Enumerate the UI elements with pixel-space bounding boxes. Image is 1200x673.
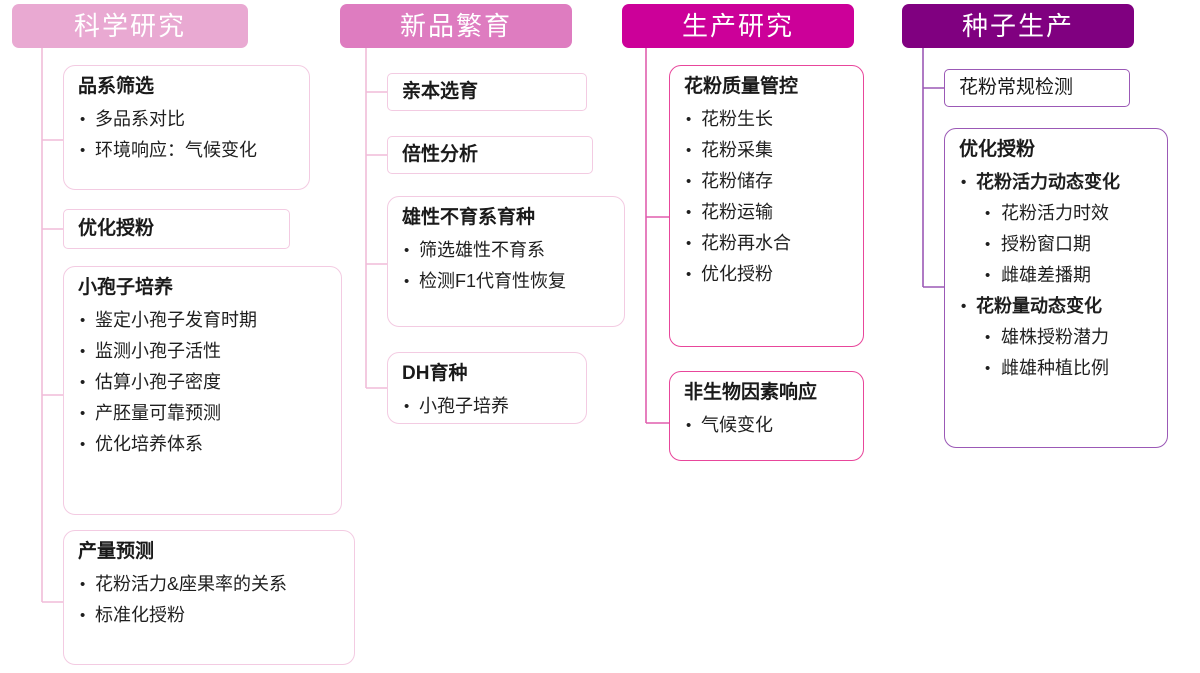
bullet-item: 授粉窗口期 — [959, 229, 1153, 260]
bullet-item: 鉴定小孢子发育时期 — [78, 305, 327, 336]
node-bullets: 花粉活力&座果率的关系 标准化授粉 — [78, 569, 340, 631]
node-title: 产量预测 — [78, 541, 155, 562]
node-title: 倍性分析 — [402, 144, 479, 165]
bullet-item: 花粉再水合 — [684, 228, 849, 259]
bullet-item: 优化授粉 — [684, 259, 849, 290]
node-DH育种[interactable]: DH育种 小孢子培养 — [387, 352, 587, 424]
node-亲本选育[interactable]: 亲本选育 — [387, 73, 587, 111]
bullet-item: 花粉量动态变化 — [959, 291, 1153, 322]
node-品系筛选[interactable]: 品系筛选 多品系对比 环境响应：气候变化 — [63, 65, 310, 190]
bullet-item: 花粉活力动态变化 — [959, 167, 1153, 198]
node-bullets: 花粉活力动态变化 花粉活力时效 授粉窗口期 雌雄差播期 花粉量动态变化 雄株授粉… — [959, 167, 1153, 384]
node-title: 品系筛选 — [78, 76, 155, 97]
node-非生物因素响应[interactable]: 非生物因素响应 气候变化 — [669, 371, 864, 461]
bullet-item: 花粉采集 — [684, 135, 849, 166]
node-title: 非生物因素响应 — [684, 382, 818, 403]
bullet-item: 检测F1代育性恢复 — [402, 266, 610, 297]
node-title: 优化授粉 — [959, 139, 1036, 160]
bullet-item: 花粉储存 — [684, 166, 849, 197]
node-title: 花粉常规检测 — [959, 77, 1074, 98]
bullet-item: 雌雄差播期 — [959, 260, 1153, 291]
bullet-item: 监测小孢子活性 — [78, 336, 327, 367]
bullet-item: 估算小孢子密度 — [78, 367, 327, 398]
node-产量预测[interactable]: 产量预测 花粉活力&座果率的关系 标准化授粉 — [63, 530, 355, 665]
node-bullets: 小孢子培养 — [402, 391, 572, 422]
node-title: DH育种 — [402, 363, 468, 384]
bullet-item: 花粉活力&座果率的关系 — [78, 569, 340, 600]
column-header-col4[interactable]: 种子生产 — [902, 4, 1134, 48]
bullet-item: 环境响应：气候变化 — [78, 135, 295, 166]
bullet-item: 产胚量可靠预测 — [78, 398, 327, 429]
node-花粉常规检测[interactable]: 花粉常规检测 — [944, 69, 1130, 107]
bullet-item: 花粉活力时效 — [959, 198, 1153, 229]
bullet-item: 花粉运输 — [684, 197, 849, 228]
node-title: 小孢子培养 — [78, 277, 174, 298]
node-title: 花粉质量管控 — [684, 76, 799, 97]
column-header-col2[interactable]: 新品繁育 — [340, 4, 572, 48]
node-bullets: 花粉生长 花粉采集 花粉储存 花粉运输 花粉再水合 优化授粉 — [684, 104, 849, 290]
node-title: 亲本选育 — [402, 81, 479, 102]
node-bullets: 筛选雄性不育系 检测F1代育性恢复 — [402, 235, 610, 297]
node-优化授粉-col4[interactable]: 优化授粉 花粉活力动态变化 花粉活力时效 授粉窗口期 雌雄差播期 花粉量动态变化… — [944, 128, 1168, 448]
bullet-item: 筛选雄性不育系 — [402, 235, 610, 266]
column-header-col3[interactable]: 生产研究 — [622, 4, 854, 48]
bullet-item: 气候变化 — [684, 410, 849, 441]
node-小孢子培养[interactable]: 小孢子培养 鉴定小孢子发育时期 监测小孢子活性 估算小孢子密度 产胚量可靠预测 … — [63, 266, 342, 515]
bullet-item: 雄株授粉潜力 — [959, 322, 1153, 353]
node-title: 优化授粉 — [78, 218, 155, 239]
node-花粉质量管控[interactable]: 花粉质量管控 花粉生长 花粉采集 花粉储存 花粉运输 花粉再水合 优化授粉 — [669, 65, 864, 347]
bullet-item: 标准化授粉 — [78, 600, 340, 631]
node-title: 雄性不育系育种 — [402, 207, 536, 228]
node-优化授粉-col1[interactable]: 优化授粉 — [63, 209, 290, 249]
node-倍性分析[interactable]: 倍性分析 — [387, 136, 593, 174]
node-雄性不育系育种[interactable]: 雄性不育系育种 筛选雄性不育系 检测F1代育性恢复 — [387, 196, 625, 327]
column-header-col1[interactable]: 科学研究 — [12, 4, 248, 48]
node-bullets: 气候变化 — [684, 410, 849, 441]
node-bullets: 多品系对比 环境响应：气候变化 — [78, 104, 295, 166]
bullet-item: 优化培养体系 — [78, 429, 327, 460]
bullet-item: 雌雄种植比例 — [959, 353, 1153, 384]
bullet-item: 多品系对比 — [78, 104, 295, 135]
bullet-item: 小孢子培养 — [402, 391, 572, 422]
node-bullets: 鉴定小孢子发育时期 监测小孢子活性 估算小孢子密度 产胚量可靠预测 优化培养体系 — [78, 305, 327, 460]
bullet-item: 花粉生长 — [684, 104, 849, 135]
